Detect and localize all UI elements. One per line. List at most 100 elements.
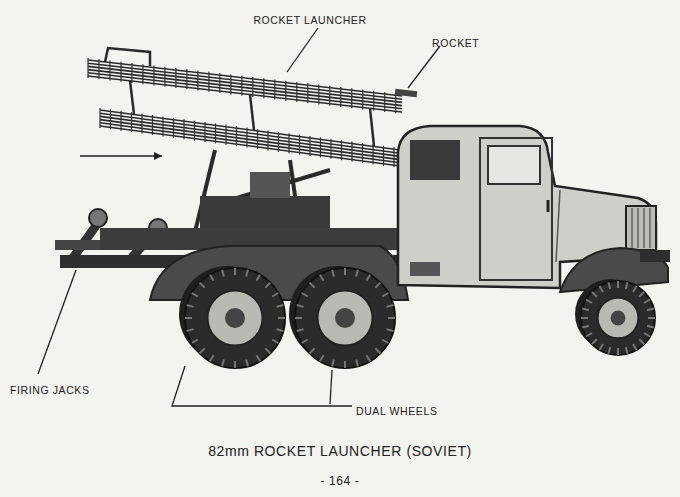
rail-tie (236, 126, 237, 146)
tread (582, 308, 589, 310)
rail-tie (384, 92, 385, 112)
launcher-rails (88, 48, 417, 167)
rail-tie (87, 58, 88, 78)
rail-tie (141, 114, 142, 134)
tread (265, 283, 270, 288)
rail-tie (351, 142, 352, 162)
tread (647, 326, 654, 328)
tread (234, 361, 236, 368)
rail-tie (340, 87, 341, 107)
tread (234, 268, 236, 275)
tread (210, 275, 214, 281)
tread (639, 292, 644, 297)
rail-tie (98, 59, 99, 79)
rail-tie (362, 90, 363, 110)
tread (382, 293, 388, 297)
rear-cab-window (410, 140, 460, 180)
rail-tie (120, 111, 121, 131)
rail-tie (299, 135, 300, 155)
tread (387, 329, 394, 331)
tread (222, 270, 224, 277)
rail-tie (131, 63, 132, 83)
rail (100, 113, 400, 153)
part-label: DUAL WHEELS (356, 406, 437, 418)
rail-tie (296, 82, 297, 102)
tread (277, 305, 284, 307)
rail-tie (318, 84, 319, 104)
tread (257, 355, 261, 361)
rail-tie (241, 76, 242, 96)
tread (278, 317, 285, 319)
tread (367, 355, 371, 361)
tread (633, 286, 637, 292)
rail (100, 110, 400, 150)
tread (586, 300, 592, 304)
rail (88, 66, 402, 102)
tread (332, 270, 334, 277)
leader-line (172, 366, 352, 406)
tread (633, 344, 637, 350)
tread (320, 355, 324, 361)
tread (648, 317, 655, 319)
door-window (488, 146, 540, 184)
rail-tie (330, 139, 331, 159)
rail-tie (285, 81, 286, 101)
rail-tie (110, 109, 111, 129)
tread (382, 340, 388, 344)
tread (608, 282, 610, 289)
rail-tie (274, 79, 275, 99)
launcher-mount (195, 150, 330, 232)
tread (608, 347, 610, 354)
rail-tie (183, 119, 184, 139)
rail-tie (383, 146, 384, 166)
tread (310, 348, 315, 353)
tread (388, 317, 395, 319)
tread (187, 329, 194, 331)
rail-tie (173, 118, 174, 138)
tread (644, 300, 650, 304)
leader-line (330, 370, 332, 404)
tread (592, 339, 597, 344)
rail-tie (278, 132, 279, 152)
rail-tie (186, 69, 187, 89)
part-label-holder: ROCKET LAUNCHER (253, 10, 366, 28)
tread (210, 355, 214, 361)
tread (320, 275, 324, 281)
part-label: ROCKET (432, 38, 479, 50)
rail-tie (246, 128, 247, 148)
hub (225, 308, 245, 328)
tread (375, 283, 380, 288)
rail (100, 126, 400, 166)
tread (272, 340, 278, 344)
tread (185, 317, 192, 319)
rail-tie (153, 66, 154, 86)
cab-door (480, 138, 552, 280)
rail-tie (257, 129, 258, 149)
tread (187, 305, 194, 307)
tread (192, 293, 198, 297)
rack-strut (130, 81, 134, 114)
hub (335, 308, 355, 328)
tread (200, 283, 205, 288)
tread (310, 283, 315, 288)
tread (592, 292, 597, 297)
tread (647, 308, 654, 310)
rail (88, 70, 402, 106)
tread (302, 293, 308, 297)
elevating-gear (200, 196, 330, 228)
rail-tie (225, 125, 226, 145)
rail-tie (341, 140, 342, 160)
tread (200, 348, 205, 353)
tread (644, 333, 650, 337)
hub (611, 311, 626, 326)
rack-strut (370, 108, 374, 146)
grille (626, 206, 656, 250)
part-label-holder: ROCKET (432, 33, 479, 51)
arrow-head (154, 152, 162, 160)
figure-caption-holder: 82mm ROCKET LAUNCHER (SOVIET) (208, 442, 472, 460)
rail-tie (351, 88, 352, 108)
tread (222, 360, 224, 367)
rail (88, 76, 402, 112)
tread (600, 286, 604, 292)
tread (344, 361, 346, 368)
